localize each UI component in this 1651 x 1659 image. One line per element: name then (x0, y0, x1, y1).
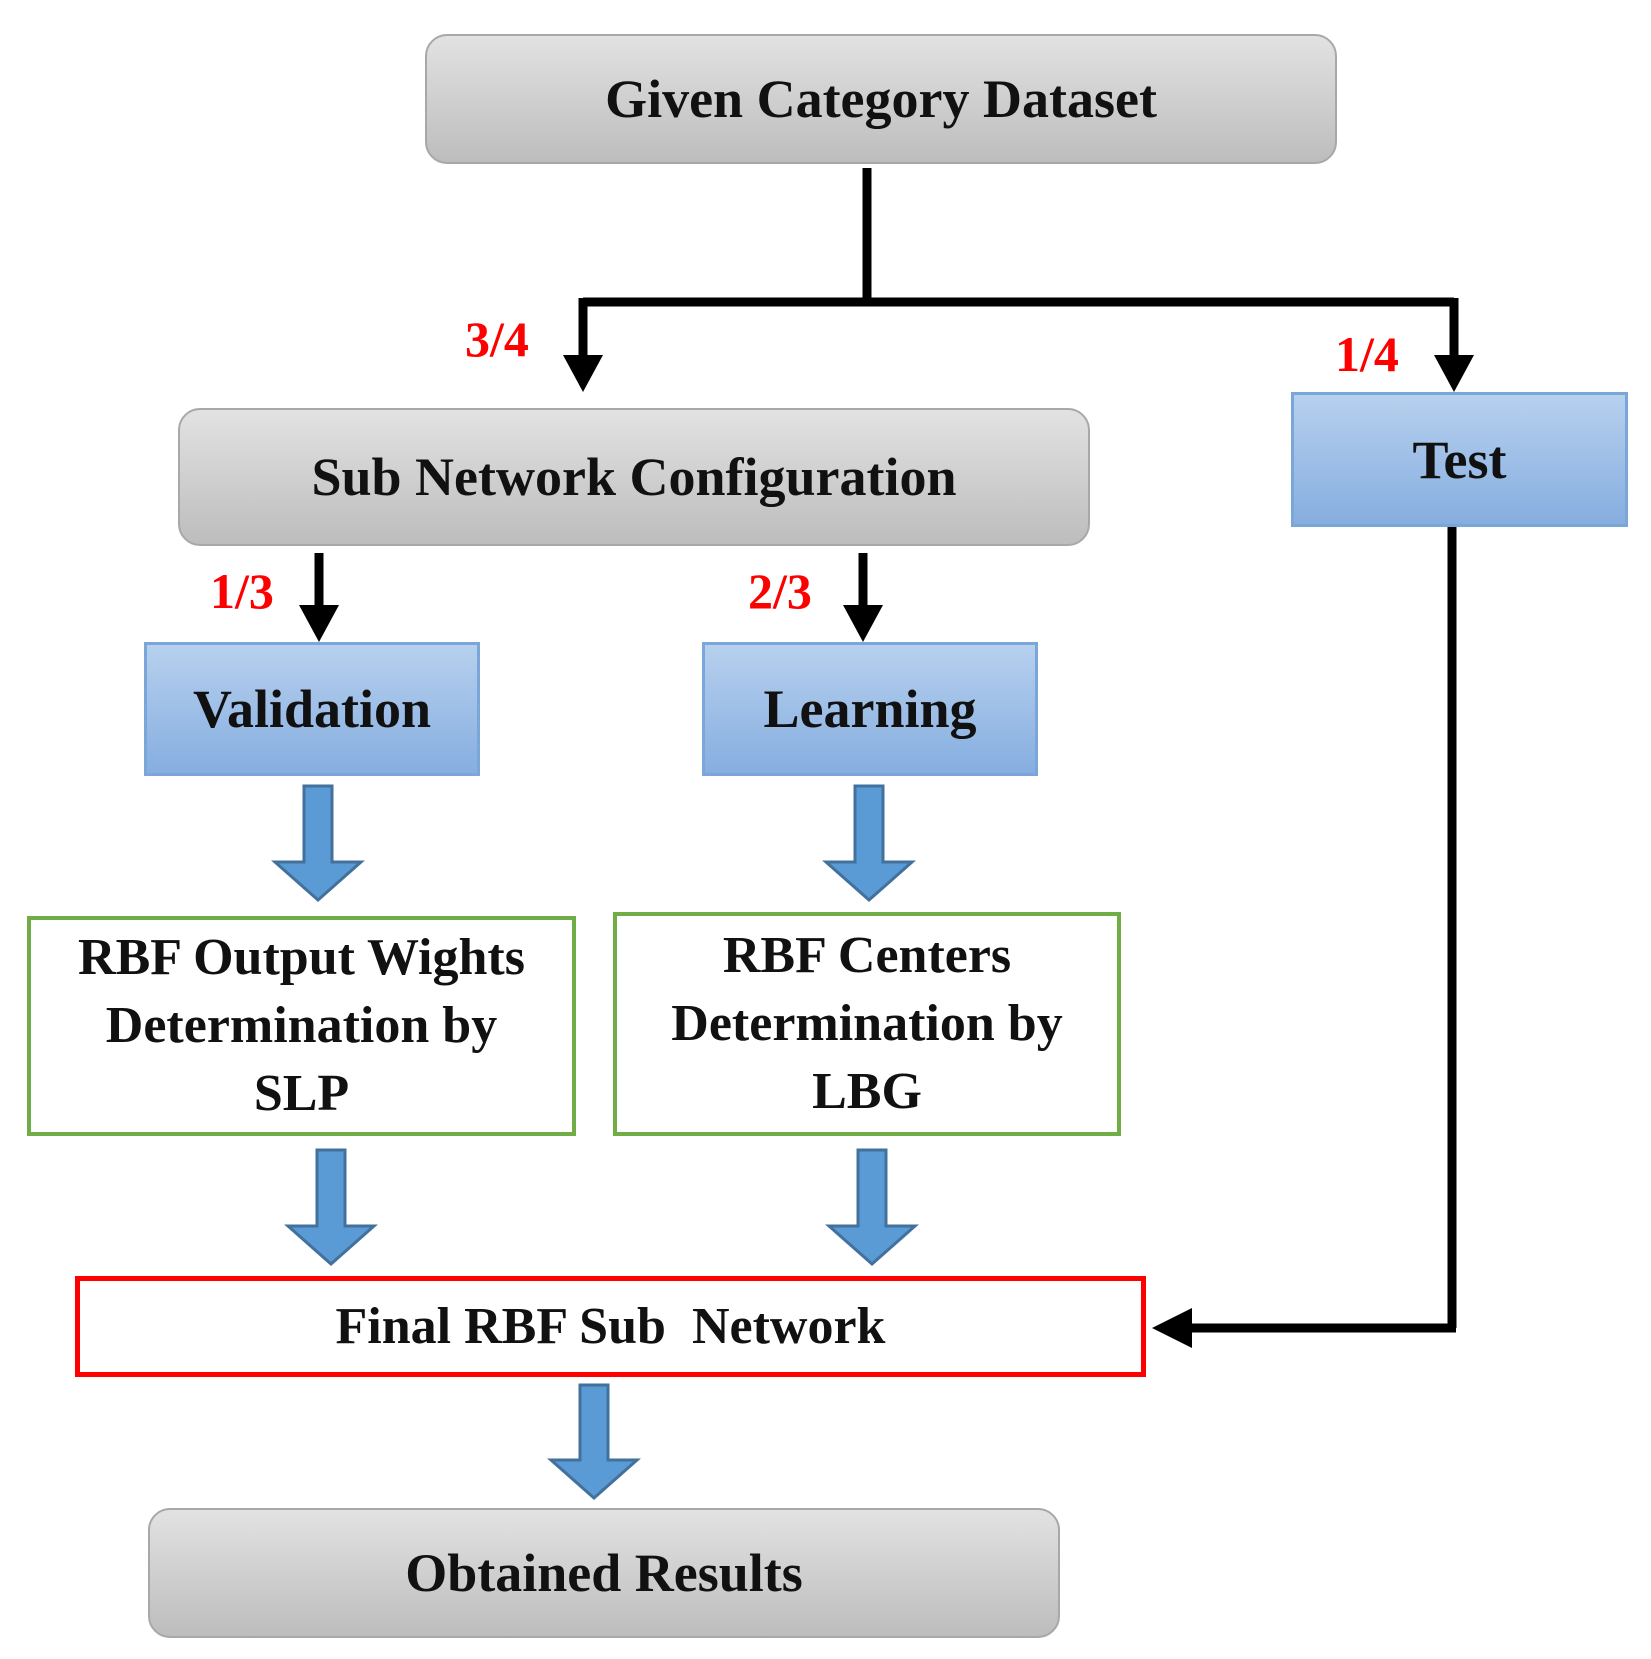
final-rbf-sub-network-box: Final RBF Sub Network (75, 1276, 1146, 1377)
block-arrow-lbg-to-final (825, 1148, 919, 1267)
test-box: Test (1291, 392, 1628, 527)
config-split-connector (314, 553, 868, 612)
validation-split-ratio: 1/3 (210, 563, 274, 619)
final-rbf-sub-network-label: Final RBF Sub Network (335, 1298, 886, 1355)
config-split-ratio: 3/4 (465, 311, 529, 367)
rbf-centers-line-1: RBF Centers (722, 927, 1012, 984)
block-arrow-learning-to-lbg (822, 784, 916, 903)
block-arrow-final-to-results (547, 1383, 641, 1501)
arrowhead-to-final (1152, 1308, 1192, 1348)
block-arrow-slp-to-final (284, 1148, 378, 1267)
rbf-centers-box: RBF Centers Determination by LBG (613, 912, 1121, 1136)
given-category-dataset-label: Given Category Dataset (605, 69, 1157, 129)
rbf-centers-line-2: Determination by (671, 995, 1063, 1052)
validation-label: Validation (192, 679, 432, 739)
arrowhead-to-validation (299, 605, 339, 642)
learning-box: Learning (702, 642, 1038, 776)
rbf-output-weights-box: RBF Output Wights Determination by SLP (27, 916, 576, 1136)
arrowhead-to-config (563, 355, 603, 392)
dataset-split-connector (578, 168, 1459, 360)
rbf-output-weights-line-2: Determination by (105, 997, 498, 1054)
arrowhead-to-test (1434, 355, 1474, 392)
obtained-results-label: Obtained Results (405, 1543, 803, 1603)
test-to-final-connector (1185, 520, 1457, 1333)
obtained-results-box: Obtained Results (148, 1508, 1060, 1638)
arrowhead-to-learning (843, 605, 883, 642)
rbf-output-weights-line-3: SLP (253, 1065, 350, 1122)
rbf-centers-line-3: LBG (812, 1063, 922, 1120)
rbf-output-weights-line-1: RBF Output Wights (78, 929, 525, 986)
test-split-ratio: 1/4 (1335, 326, 1399, 382)
sub-network-configuration-box: Sub Network Configuration (178, 408, 1090, 546)
learning-label: Learning (763, 679, 977, 739)
block-arrow-validation-to-slp (271, 784, 365, 903)
sub-network-configuration-label: Sub Network Configuration (311, 447, 957, 507)
test-label: Test (1412, 429, 1507, 490)
given-category-dataset-box: Given Category Dataset (425, 34, 1337, 164)
learning-split-ratio: 2/3 (748, 563, 812, 619)
validation-box: Validation (144, 642, 480, 776)
